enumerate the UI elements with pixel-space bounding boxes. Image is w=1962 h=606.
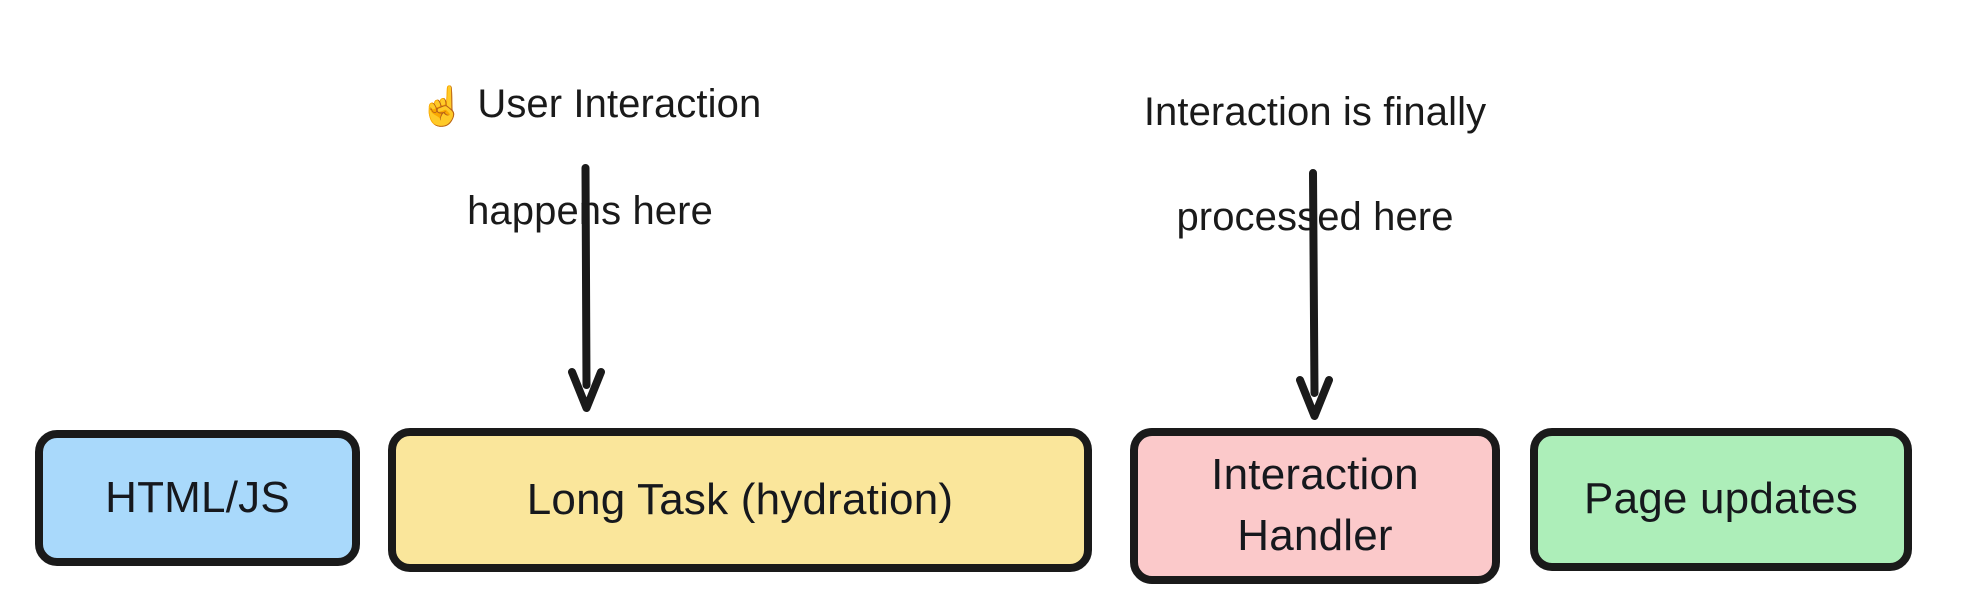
user-interaction-annotation: ☝ User Interaction happens here — [330, 25, 850, 290]
node-html-js[interactable]: HTML/JS — [35, 430, 360, 566]
node-long-task-label: Long Task (hydration) — [526, 474, 954, 524]
node-html-js-label: HTML/JS — [105, 472, 290, 522]
arrow-to-long-task — [568, 164, 605, 412]
processed-annotation: Interaction is finally processed here — [1055, 33, 1575, 297]
node-interaction-handler-label: Interaction Handler — [1211, 450, 1419, 560]
node-interaction-handler[interactable]: Interaction Handler — [1130, 428, 1500, 584]
arrow-to-interaction-handler — [1296, 169, 1333, 420]
annotation-line-1-text: User Interaction — [477, 81, 762, 126]
node-long-task[interactable]: Long Task (hydration) — [388, 428, 1092, 572]
annotation-line-1-text: Interaction is finally — [1143, 89, 1487, 134]
annotation-line-2-text: processed here — [1176, 195, 1454, 240]
node-page-updates[interactable]: Page updates — [1530, 428, 1912, 571]
index-pointing-up-icon: ☝ — [418, 85, 467, 128]
annotation-line-2-text: happens here — [467, 188, 713, 233]
annotation-line-1: ☝ User Interaction — [330, 78, 850, 132]
node-page-updates-label: Page updates — [1584, 474, 1858, 524]
